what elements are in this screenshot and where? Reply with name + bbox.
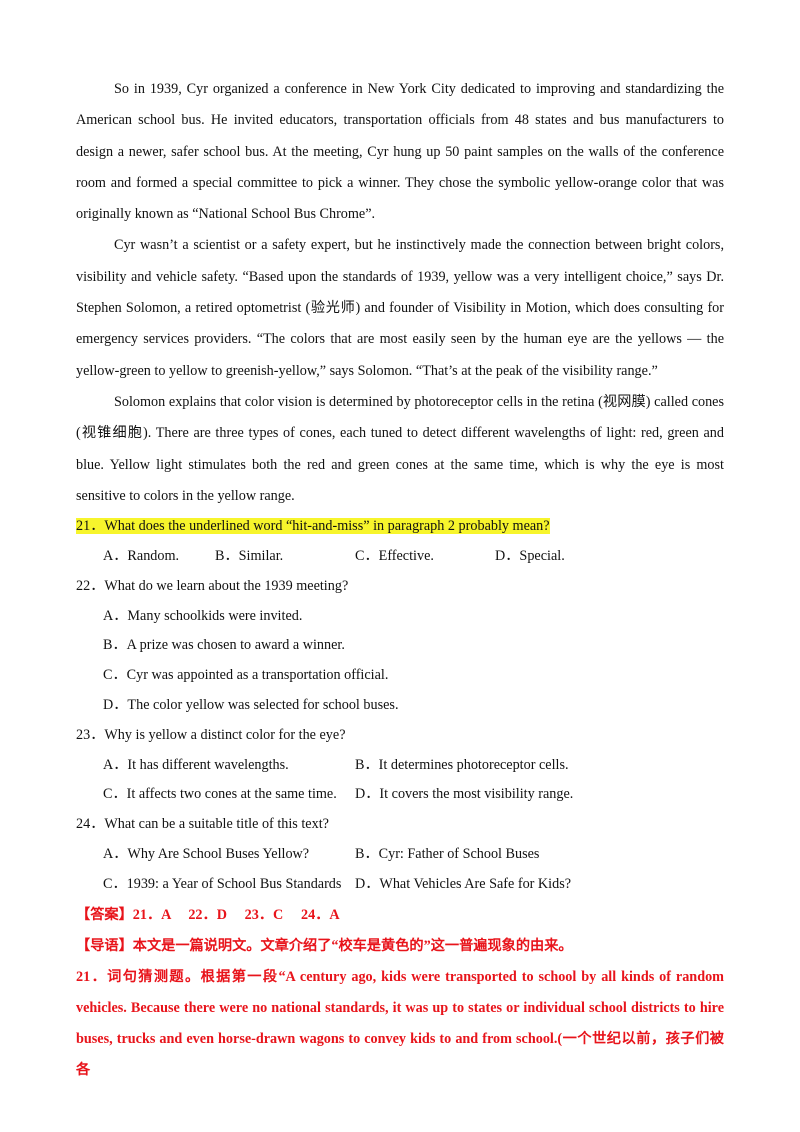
question-24-option-c: C．1939: a Year of School Bus Standards [103, 875, 342, 892]
question-21-stem: 21．What does the underlined word “hit-an… [76, 518, 550, 535]
question-22-option-d: D．The color yellow was selected for scho… [103, 696, 399, 713]
question-22-option-c: C．Cyr was appointed as a transportation … [103, 667, 389, 684]
question-24-stem: 24．What can be a suitable title of this … [76, 816, 329, 833]
question-24-options-row-2: C．1939: a Year of School Bus Standards D… [76, 870, 724, 900]
content-area: So in 1939, Cyr organized a conference i… [76, 74, 724, 1087]
question-24-option-d: D．What Vehicles Are Safe for Kids? [355, 875, 572, 892]
question-23-option-d: D．It covers the most visibility range. [355, 786, 574, 803]
question-23-options-row-1: A．It has different wavelengths. B．It det… [76, 751, 724, 781]
question-22-option-b: B．A prize was chosen to award a winner. [103, 637, 345, 654]
passage-paragraph-3: Solomon explains that color vision is de… [76, 393, 724, 504]
question-23-stem: 23．Why is yellow a distinct color for th… [76, 726, 346, 743]
question-23-option-c: C．It affects two cones at the same time. [103, 786, 337, 803]
question-21-option-c: C．Effective. [355, 547, 434, 564]
question-21: 21．What does the underlined word “hit-an… [76, 512, 724, 542]
question-21-options: A．Random. B．Similar. C．Effective. D．Spec… [76, 542, 724, 572]
question-23-options-row-2: C．It affects two cones at the same time.… [76, 780, 724, 810]
question-22-option-a: A．Many schoolkids were invited. [103, 607, 303, 624]
question-24-option-a: A．Why Are School Buses Yellow? [103, 845, 310, 862]
question-22-stem: 22．What do we learn about the 1939 meeti… [76, 577, 349, 594]
question-21-option-d: D．Special. [495, 547, 565, 564]
question-23-option-a: A．It has different wavelengths. [103, 756, 289, 773]
question-21-option-b: B．Similar. [215, 547, 284, 564]
question-24-option-b: B．Cyr: Father of School Buses [355, 845, 540, 862]
passage-paragraph-2: Cyr wasn’t a scientist or a safety exper… [76, 237, 724, 379]
passage-paragraph-1: So in 1939, Cyr organized a conference i… [76, 81, 724, 223]
question-24-options-row-1: A．Why Are School Buses Yellow? B．Cyr: Fa… [76, 840, 724, 870]
question-23-option-b: B．It determines photoreceptor cells. [355, 756, 569, 773]
question-21-option-a: A．Random. [103, 547, 180, 564]
guide-text: 【导语】本文是一篇说明文。文章介绍了“校车是黄色的”这一普遍现象的由来。 [76, 937, 573, 954]
answer-key: 【答案】21．A 22．D 23．C 24．A [76, 906, 340, 923]
explanation-21: 21．词句猜测题。根据第一段“A century ago, kids were … [76, 968, 724, 1079]
